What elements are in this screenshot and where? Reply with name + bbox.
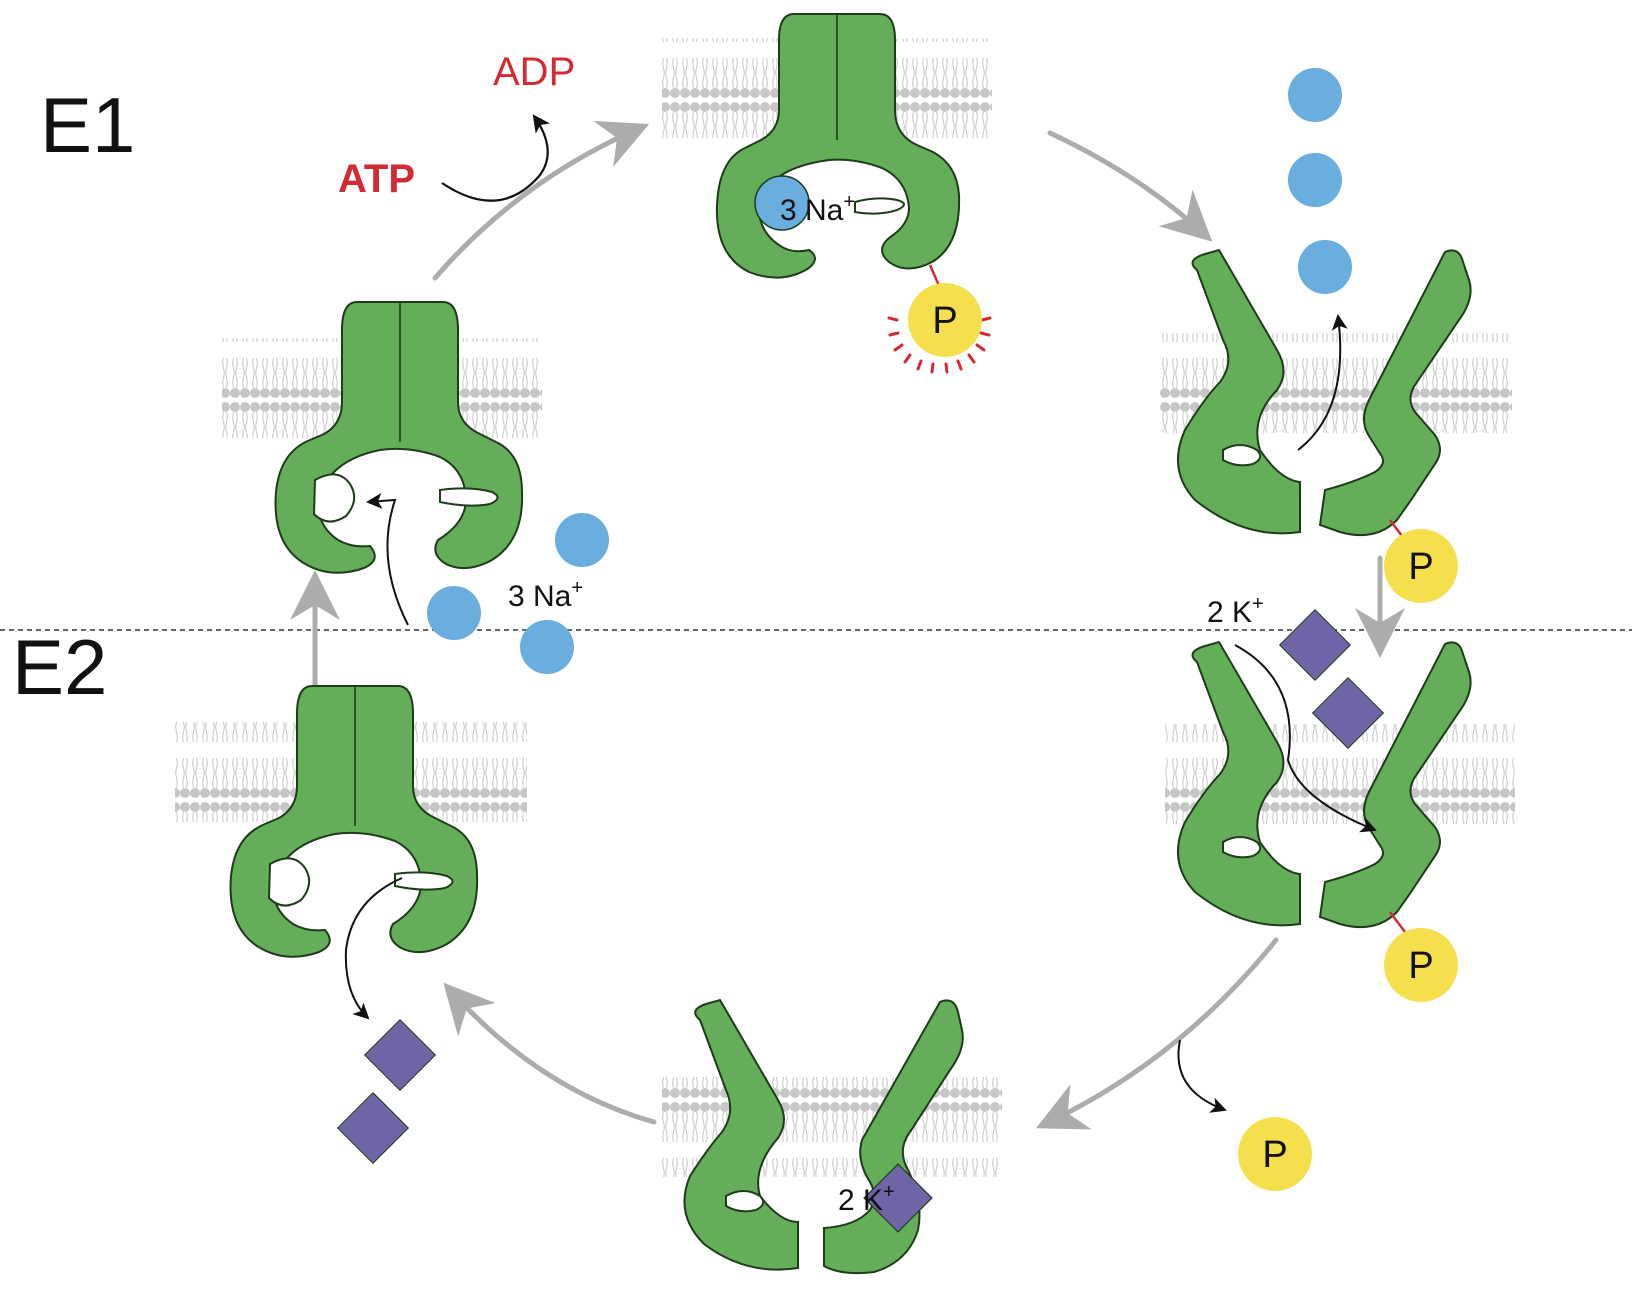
phosphate-icon (908, 283, 982, 357)
pump-protein-left-half (683, 998, 799, 1271)
sodium-ion-icon (555, 513, 609, 567)
pump-protein (715, 13, 961, 279)
cycle-arrow-icon (443, 982, 657, 1125)
na-free-label: 3 Na+ (508, 577, 583, 613)
pump-e2-k-occluded (683, 998, 964, 1275)
pump-protein-left-half (1177, 640, 1301, 927)
phosphate-icon (1238, 1117, 1312, 1191)
na-bound-label: 3 Na+ (780, 191, 855, 227)
phosphate-label: P (1262, 1134, 1287, 1176)
potassium-ion-icon (1311, 676, 1385, 750)
phosphate-label: P (1408, 945, 1433, 987)
sodium-ion-icon (1288, 153, 1342, 207)
pump-e2-k-release (229, 685, 479, 958)
pump-e2p-k-entering (1177, 640, 1472, 929)
potassium-ion-icon (336, 1091, 410, 1165)
potassium-bound-bottom: 2 K+ (838, 1163, 933, 1233)
sodium-ion-icon (520, 620, 574, 674)
phosphate-attached-upper-right: P (1384, 519, 1458, 603)
atp-adp-reaction: ATP ADP (338, 50, 575, 202)
sodium-entering-inside: 3 Na+ (366, 492, 609, 674)
phosphate-released: P (1177, 1039, 1312, 1191)
potassium-released-inside (336, 877, 437, 1165)
pump-protein-left-half (1177, 248, 1301, 535)
potassium-ion-icon (363, 1018, 437, 1092)
state-label-e2: E2 (12, 623, 108, 711)
cycle-arrow-icon (432, 120, 650, 281)
phosphate-attached-lower-right: P (1384, 911, 1458, 1002)
pump-e1p-open-outside (1177, 248, 1472, 537)
adp-label: ADP (493, 50, 575, 94)
sodium-ion-icon (1298, 240, 1352, 294)
sodium-ion-icon (754, 175, 810, 231)
state-label-e1: E1 (40, 81, 136, 169)
atp-label: ATP (338, 157, 415, 201)
pump-protein (229, 685, 479, 958)
pump-e1-open-inside (274, 301, 524, 574)
k-entering-label: 2 K+ (1207, 593, 1264, 629)
sodium-ion-icon (427, 586, 481, 640)
sodium-bound-top: 3 Na+ (754, 175, 855, 231)
phosphate-icon (1384, 529, 1458, 603)
pump-e1-na-occluded (715, 13, 961, 279)
k-bound-label: 2 K+ (838, 1181, 895, 1217)
phosphate-label: P (932, 300, 957, 342)
pump-protein-right-half (1318, 641, 1472, 929)
phosphate-icon (1384, 928, 1458, 1002)
phosphate-attached-top: P (887, 264, 992, 374)
phosphate-label: P (1408, 546, 1433, 588)
pump-protein-right-half (1318, 249, 1472, 537)
cycle-arrows (290, 120, 1405, 1130)
potassium-ion-icon (1278, 608, 1352, 682)
sodium-released-outside (1288, 68, 1352, 451)
sodium-ion-icon (1288, 68, 1342, 122)
potassium-entering: 2 K+ (1207, 593, 1385, 833)
cycle-arrow-icon (1035, 937, 1279, 1130)
potassium-ion-icon (863, 1163, 933, 1233)
pump-protein (274, 301, 524, 574)
cycle-arrow-icon (1047, 130, 1213, 242)
